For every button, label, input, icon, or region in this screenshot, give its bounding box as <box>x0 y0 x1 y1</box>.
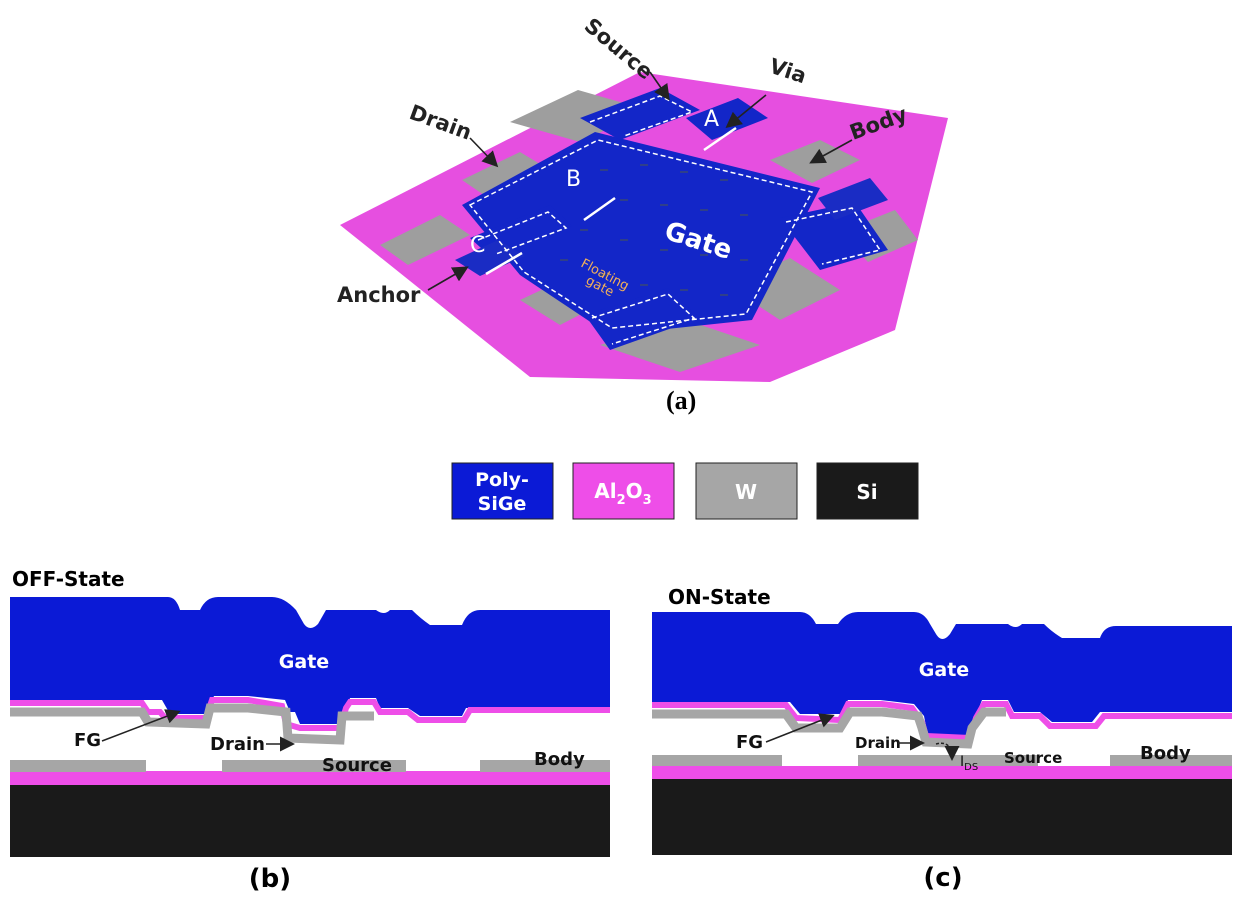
panel-b-cross-section: OFF-State Gate FG Drain Source Body <box>10 567 610 857</box>
cut-line-b <box>583 196 616 222</box>
label-body-c: Body <box>1140 743 1191 764</box>
label-source: Source <box>580 13 658 84</box>
panel-a-3d-device: Gate Floating gate A B C Source Via Drai… <box>337 13 948 382</box>
panel-c-title: ON-State <box>668 585 771 609</box>
svg-text:Si: Si <box>856 480 877 504</box>
right-arm-dashed <box>785 207 882 265</box>
label-b: B <box>566 167 581 192</box>
al2o3-fg-b <box>10 697 610 731</box>
legend: Poly- SiGe Al2O3 W Si <box>451 462 919 520</box>
legend-al2o3-text: Al2O3 <box>594 479 651 508</box>
panel-b-arrows <box>101 709 295 752</box>
w-left-electrode <box>380 215 470 265</box>
caption-a: (a) <box>666 386 696 415</box>
legend-item-si: Si <box>816 462 919 520</box>
svg-text:Poly-: Poly- <box>475 469 529 491</box>
w-fg-b <box>10 703 374 745</box>
gate-c <box>652 612 1232 746</box>
body-anchor-block <box>818 178 888 220</box>
label-fg-b: FG <box>74 730 101 751</box>
panel-c-arrows <box>765 713 960 761</box>
legend-item-al2o3: Al2O3 <box>572 462 675 520</box>
gate-texture <box>560 164 748 296</box>
panel-b-title: OFF-State <box>12 567 125 591</box>
caption-c: (c) <box>923 863 962 893</box>
al2o3-bottom-b <box>10 771 610 785</box>
panel-c-cross-section: ON-State Gate FG Drain IDS Source Body <box>652 585 1232 855</box>
gate-arm-right <box>780 202 888 270</box>
label-gate-c: Gate <box>919 659 969 681</box>
label-via: Via <box>766 54 809 88</box>
gate-b <box>10 597 610 724</box>
w-body-c <box>1110 755 1232 766</box>
label-ids-c: IDS <box>960 754 978 773</box>
w-fg-c <box>652 707 1006 749</box>
gate-main-plate <box>462 132 820 335</box>
cut-line-a <box>703 126 737 152</box>
gate-arm-top <box>580 88 700 140</box>
svg-text:W: W <box>735 480 757 504</box>
w-left-c <box>652 755 782 766</box>
si-substrate-b <box>10 785 610 857</box>
w-body-b <box>480 760 610 772</box>
left-arm-dashed <box>477 211 568 255</box>
w-left-b <box>10 760 146 772</box>
w-source-b <box>222 760 406 772</box>
top-arm-dashed <box>589 95 694 137</box>
label-drain: Drain <box>406 100 474 144</box>
label-anchor: Anchor <box>337 283 421 307</box>
gate-structure <box>455 88 888 350</box>
label-body-b: Body <box>534 749 585 770</box>
svg-text:SiGe: SiGe <box>478 493 527 515</box>
gate-arm-bottom <box>585 288 700 350</box>
w-source-electrode <box>510 90 648 142</box>
si-substrate-c <box>652 779 1232 855</box>
label-source-c: Source <box>1004 749 1062 767</box>
label-source-b: Source <box>322 755 392 776</box>
panel-a-arrows <box>427 71 853 291</box>
legend-item-w: W <box>695 462 798 520</box>
label-gate-b: Gate <box>279 651 329 673</box>
label-drain-c: Drain <box>855 734 901 752</box>
cut-line-c <box>485 251 523 276</box>
label-fg-c: FG <box>736 732 763 753</box>
label-drain-b: Drain <box>210 734 265 755</box>
label-a: A <box>704 107 719 132</box>
caption-b: (b) <box>249 864 291 894</box>
bottom-arm-dashed <box>591 293 696 345</box>
legend-item-poly-sige: Poly- SiGe <box>451 462 554 520</box>
al2o3-bottom-c <box>652 766 1232 779</box>
label-c: C <box>470 233 485 258</box>
